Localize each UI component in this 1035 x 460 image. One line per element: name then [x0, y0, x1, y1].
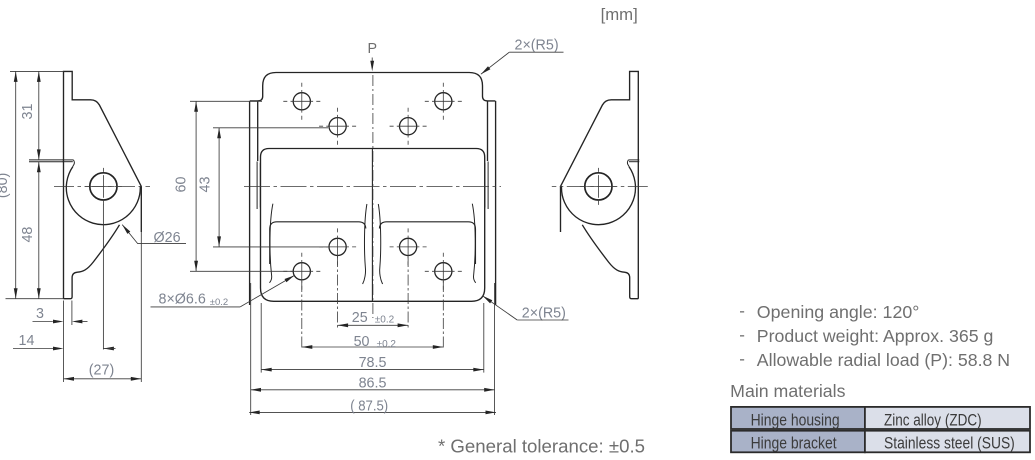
svg-text:Hinge housing: Hinge housing: [751, 412, 840, 430]
svg-text:Stainless steel (SUS): Stainless steel (SUS): [884, 434, 1015, 452]
svg-text:Allowable radial load (P): 58.: Allowable radial load (P): 58.8 N: [757, 350, 1010, 370]
svg-text:78.5: 78.5: [359, 355, 387, 371]
svg-text:86.5: 86.5: [359, 375, 387, 391]
svg-text:Opening angle: 120°: Opening angle: 120°: [757, 302, 920, 322]
svg-text:(27): (27): [89, 363, 114, 379]
svg-text:-: -: [739, 350, 745, 369]
svg-text:±0.2: ±0.2: [210, 297, 228, 308]
svg-text:Hinge bracket: Hinge bracket: [751, 434, 837, 452]
svg-text:31: 31: [20, 104, 36, 120]
svg-text:14: 14: [19, 333, 35, 349]
svg-text:±0.2: ±0.2: [377, 339, 397, 350]
svg-text:Zinc alloy (ZDC): Zinc alloy (ZDC): [884, 412, 982, 430]
svg-text:±0.2: ±0.2: [375, 315, 395, 326]
svg-text:50: 50: [354, 334, 370, 350]
svg-text:60: 60: [173, 177, 189, 193]
svg-text:48: 48: [20, 227, 36, 243]
svg-text:Main materials: Main materials: [730, 381, 846, 401]
svg-text:* General tolerance: ±0.5: * General tolerance: ±0.5: [438, 436, 645, 457]
svg-text:-: -: [739, 302, 745, 321]
svg-text:3: 3: [36, 306, 44, 322]
svg-text:Product weight: Approx. 365 g: Product weight: Approx. 365 g: [757, 326, 994, 346]
svg-text:8×Ø6.6: 8×Ø6.6: [159, 292, 206, 308]
svg-text:2×(R5): 2×(R5): [515, 38, 559, 54]
svg-text:(80): (80): [0, 173, 11, 198]
svg-text:43: 43: [197, 177, 213, 193]
svg-text:( 87.5): ( 87.5): [350, 398, 388, 414]
svg-text:2×(R5): 2×(R5): [522, 305, 566, 321]
svg-text:25: 25: [352, 310, 368, 326]
svg-text:[mm]: [mm]: [601, 5, 638, 24]
svg-text:-: -: [739, 326, 745, 345]
svg-text:P: P: [368, 41, 378, 57]
svg-text:Ø26: Ø26: [154, 230, 181, 246]
